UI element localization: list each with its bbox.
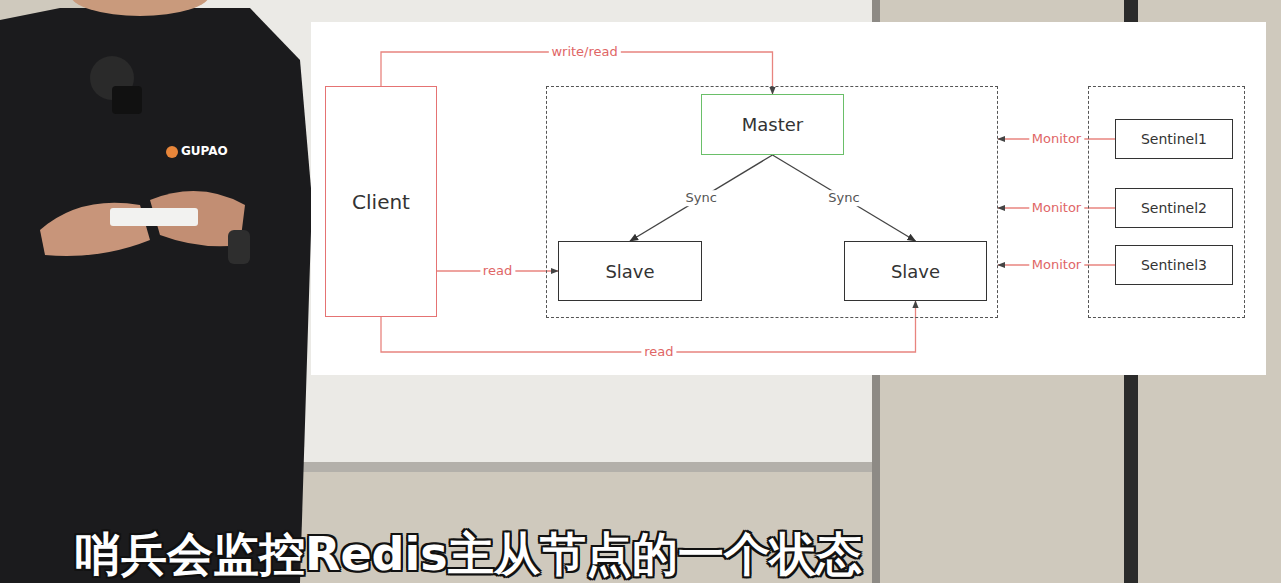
- slave-box: Slave: [844, 241, 987, 301]
- node-text: Sentinel2: [1141, 200, 1207, 216]
- node-text: Client: [352, 190, 410, 214]
- edge-label: Monitor: [1029, 131, 1084, 147]
- sentinel-box: Sentinel3: [1115, 245, 1233, 285]
- node-text: Sentinel1: [1141, 131, 1207, 147]
- whiteboard-tray: [240, 462, 880, 472]
- pen: [110, 208, 198, 226]
- slave-box: Slave: [558, 241, 702, 301]
- sentinel-group: Sentinel1Sentinel2Sentinel3: [1088, 86, 1245, 318]
- wristwatch: [228, 230, 250, 264]
- video-subtitle: 哨兵会监控Redis主从节点的一个状态: [75, 524, 862, 583]
- shirt-logo: GUPAO: [181, 144, 228, 158]
- diagram-panel: [311, 22, 1266, 375]
- client-box: Client: [325, 86, 437, 317]
- edge-label: Monitor: [1029, 200, 1084, 216]
- edge-label: Sync: [825, 190, 862, 206]
- edge-label: read: [641, 344, 676, 360]
- sync-arrow: [773, 155, 916, 241]
- node-text: Master: [742, 114, 803, 135]
- sentinel-box: Sentinel1: [1115, 119, 1233, 159]
- person-chin: [70, 0, 210, 16]
- cluster-group: MasterSlave Slave: [546, 86, 998, 318]
- edge-label: read: [480, 263, 515, 279]
- microphone-body: [112, 86, 142, 114]
- person-torso: [0, 8, 312, 583]
- sentinel-box: Sentinel2: [1115, 188, 1233, 228]
- master-box: Master: [701, 94, 844, 155]
- edge-label: Monitor: [1029, 257, 1084, 273]
- edge-label: Sync: [683, 190, 720, 206]
- node-text: Sentinel3: [1141, 257, 1207, 273]
- sync-arrow: [630, 155, 773, 241]
- logo-dot: [166, 146, 178, 158]
- node-text: Slave: [605, 261, 654, 282]
- edge-label: write/read: [548, 44, 620, 60]
- node-text: Slave: [891, 261, 940, 282]
